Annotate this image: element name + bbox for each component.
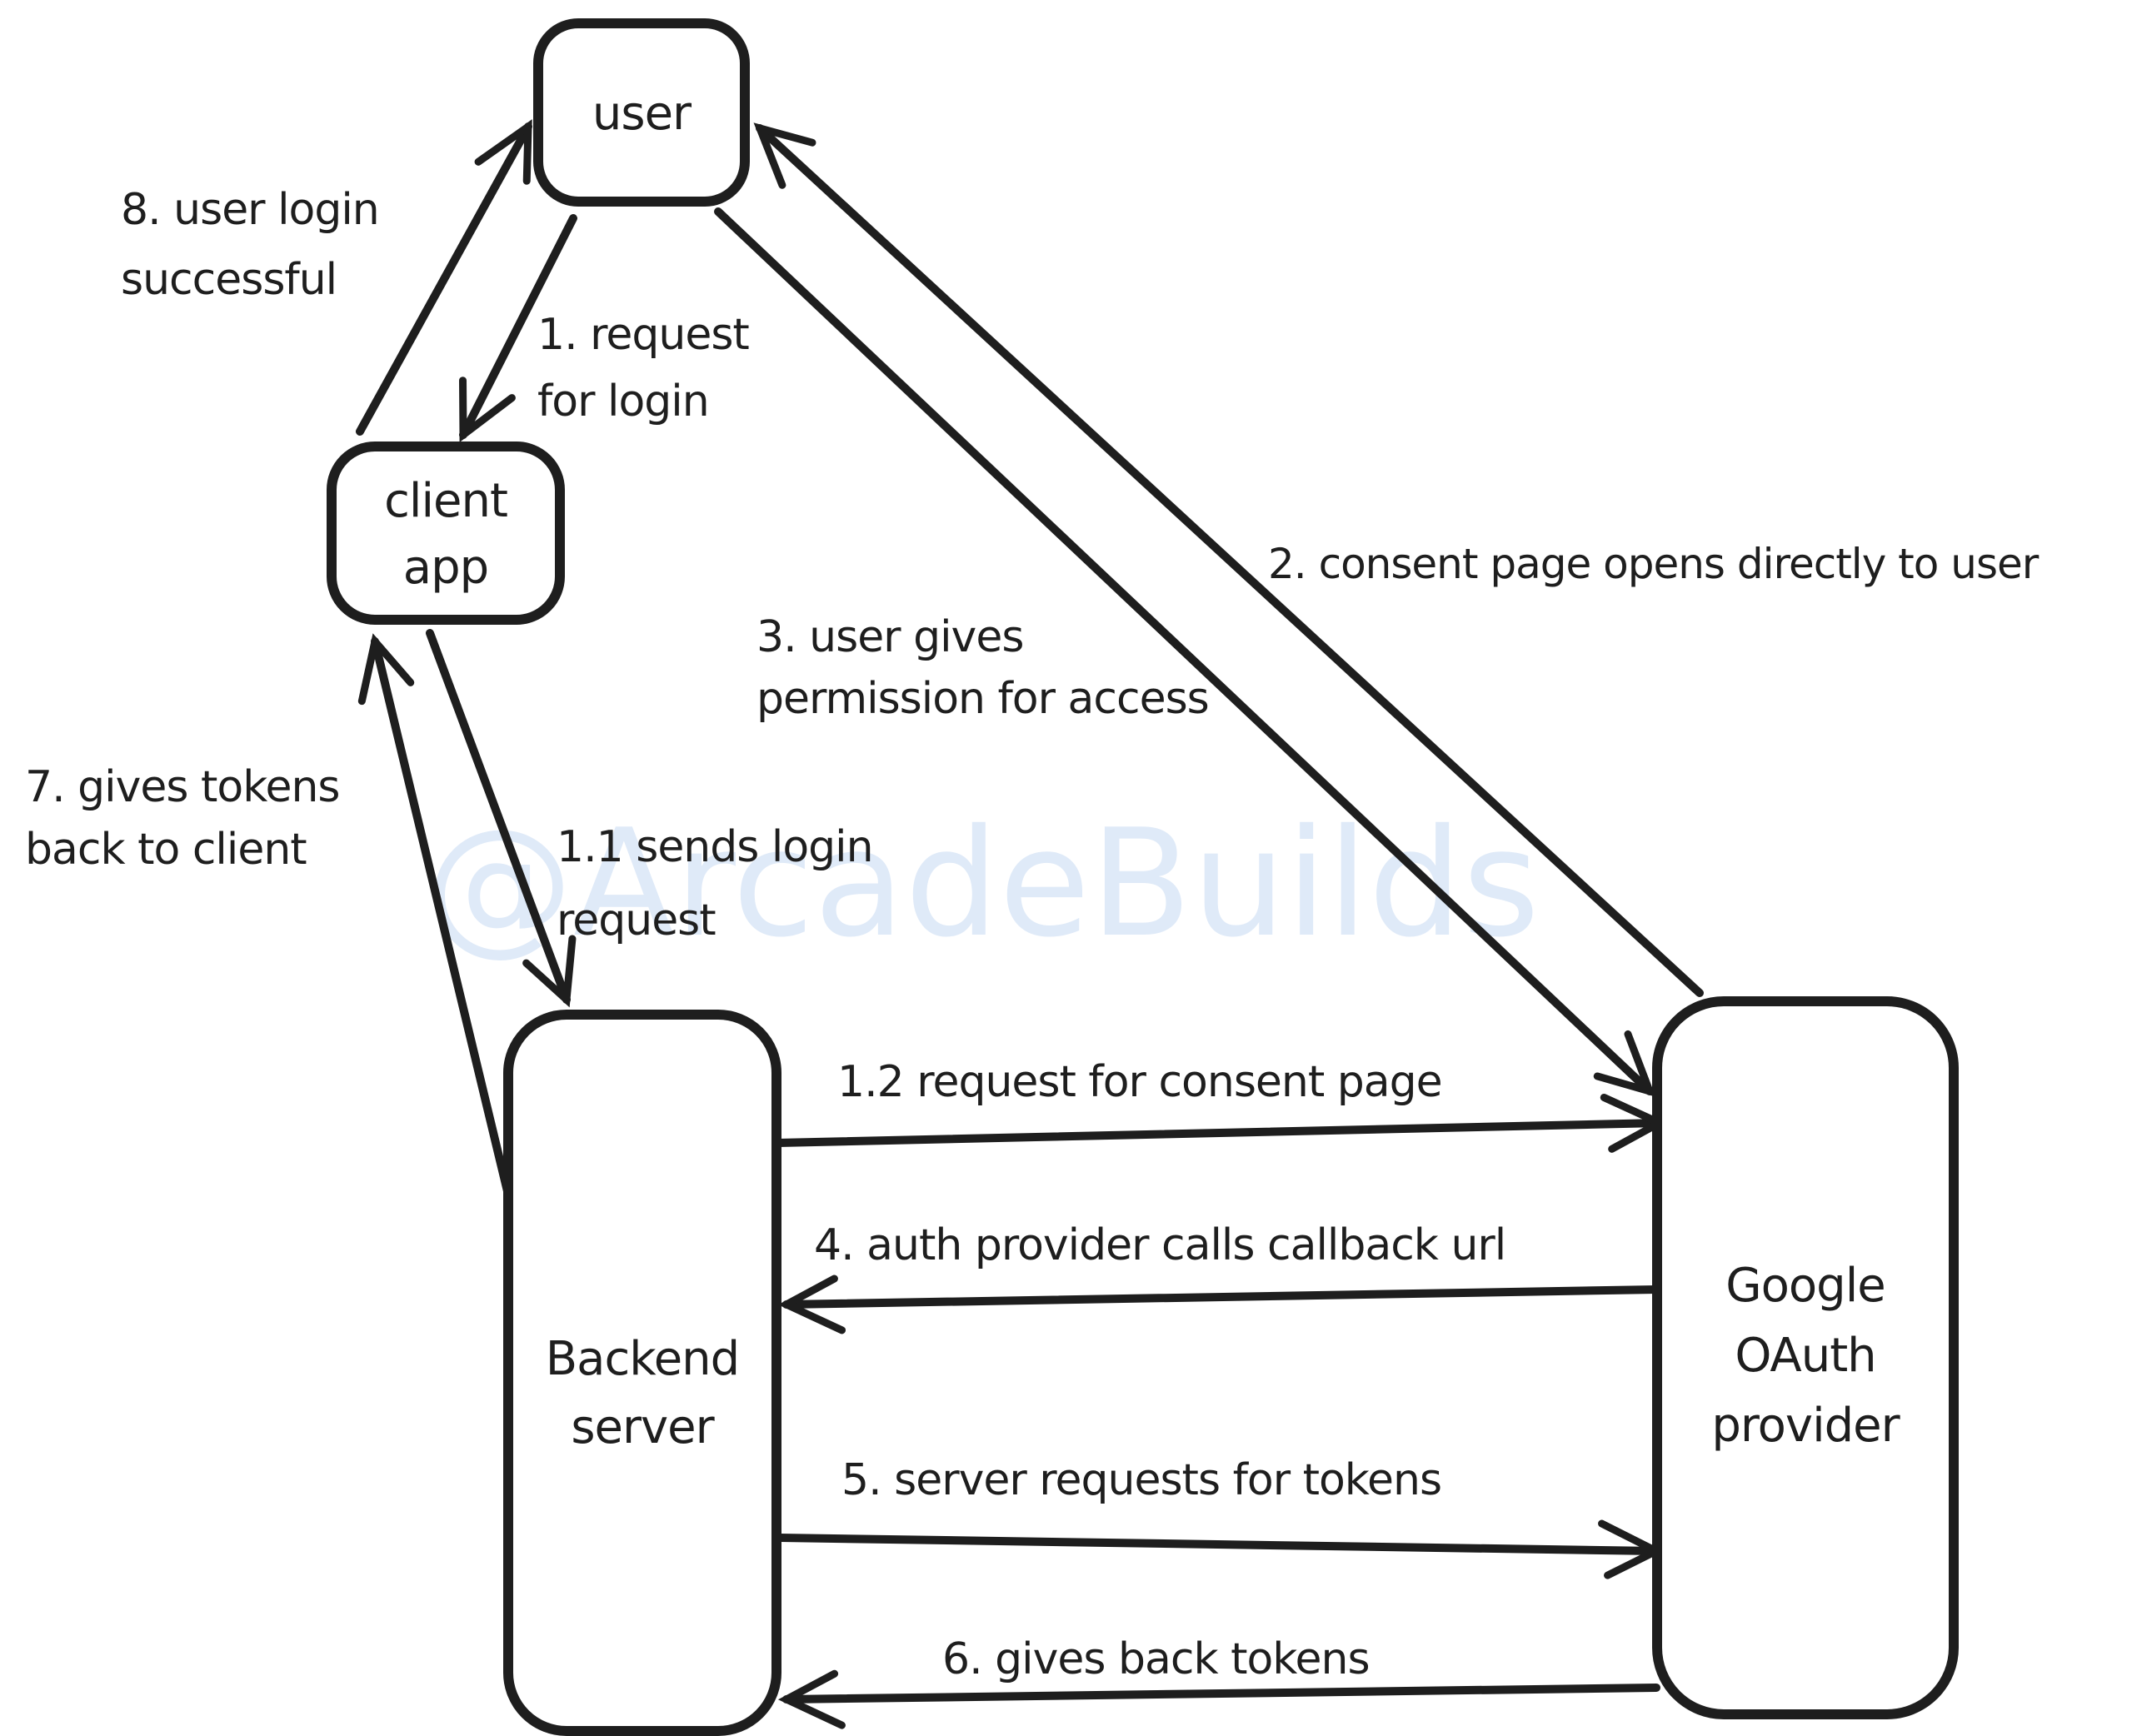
arrow-request-for-login	[459, 214, 577, 443]
backend-server-node-label-line1: Backend	[546, 1332, 739, 1386]
step1-2-label: 1.2 request for consent page	[837, 1057, 1442, 1107]
arrow-server-requests-tokens	[776, 1519, 1665, 1579]
edge-label-step1: 1. request for login	[537, 310, 750, 427]
arrow-callback-url	[777, 1275, 1660, 1334]
step2-label: 2. consent page opens directly to user	[1268, 540, 2040, 588]
google-oauth-node-label-line2: OAuth	[1735, 1329, 1875, 1383]
step6-label: 6. gives back tokens	[942, 1634, 1370, 1684]
edge-label-step7: 7. gives tokens back to client	[25, 762, 341, 875]
backend-server-node-box	[503, 1010, 781, 1736]
step1-label-line1: 1. request	[537, 310, 749, 360]
step7-label-line1: 7. gives tokens	[25, 762, 340, 812]
step4-label: 4. auth provider calls callback url	[814, 1220, 1505, 1270]
backend-server-node-label-line2: server	[571, 1400, 715, 1454]
step8-label-line1: 8. user login	[121, 185, 379, 235]
arrow-request-consent-page	[774, 1094, 1669, 1153]
backend-server-node: Backend server	[503, 1010, 781, 1736]
arrow-gives-tokens-back	[357, 633, 512, 1195]
step3-label-line1: 3. user gives	[756, 612, 1023, 662]
step7-label-line2: back to client	[25, 825, 307, 875]
user-node: user	[533, 18, 750, 207]
arrow-consent-page-to-user	[753, 122, 1704, 997]
user-node-box	[533, 18, 750, 207]
step1-label-line2: for login	[537, 377, 709, 427]
step3-label-line2: permission for access	[756, 674, 1209, 724]
step5-label: 5. server requests for tokens	[841, 1455, 1441, 1505]
client-app-node-label-line2: app	[403, 541, 488, 595]
watermark-text: @ArcadeBuilds	[425, 797, 1540, 970]
client-app-node-label-line1: client	[384, 474, 507, 528]
edge-label-step1-1: 1.1 sends login request	[557, 822, 874, 945]
client-app-node: client app	[327, 441, 565, 625]
step1-1-label-line1: 1.1 sends login	[557, 822, 873, 872]
google-oauth-node-label-line3: provider	[1711, 1399, 1900, 1453]
step1-1-label-line2: request	[557, 895, 716, 945]
arrow-user-login-successful	[356, 119, 532, 436]
client-app-node-box	[327, 441, 565, 625]
arrow-user-gives-permission	[714, 207, 1656, 1097]
edge-label-step8: 8. user login successful	[121, 185, 380, 305]
google-oauth-node: Google OAuth provider	[1652, 996, 1959, 1719]
google-oauth-node-label-line1: Google	[1725, 1259, 1885, 1313]
arrow-gives-back-tokens	[777, 1669, 1660, 1729]
arrow-sends-login-request	[426, 629, 577, 1008]
user-node-label: user	[592, 87, 692, 141]
edge-label-step3: 3. user gives permission for access	[756, 612, 1210, 724]
step8-label-line2: successful	[121, 255, 337, 305]
google-oauth-node-box	[1652, 996, 1959, 1719]
